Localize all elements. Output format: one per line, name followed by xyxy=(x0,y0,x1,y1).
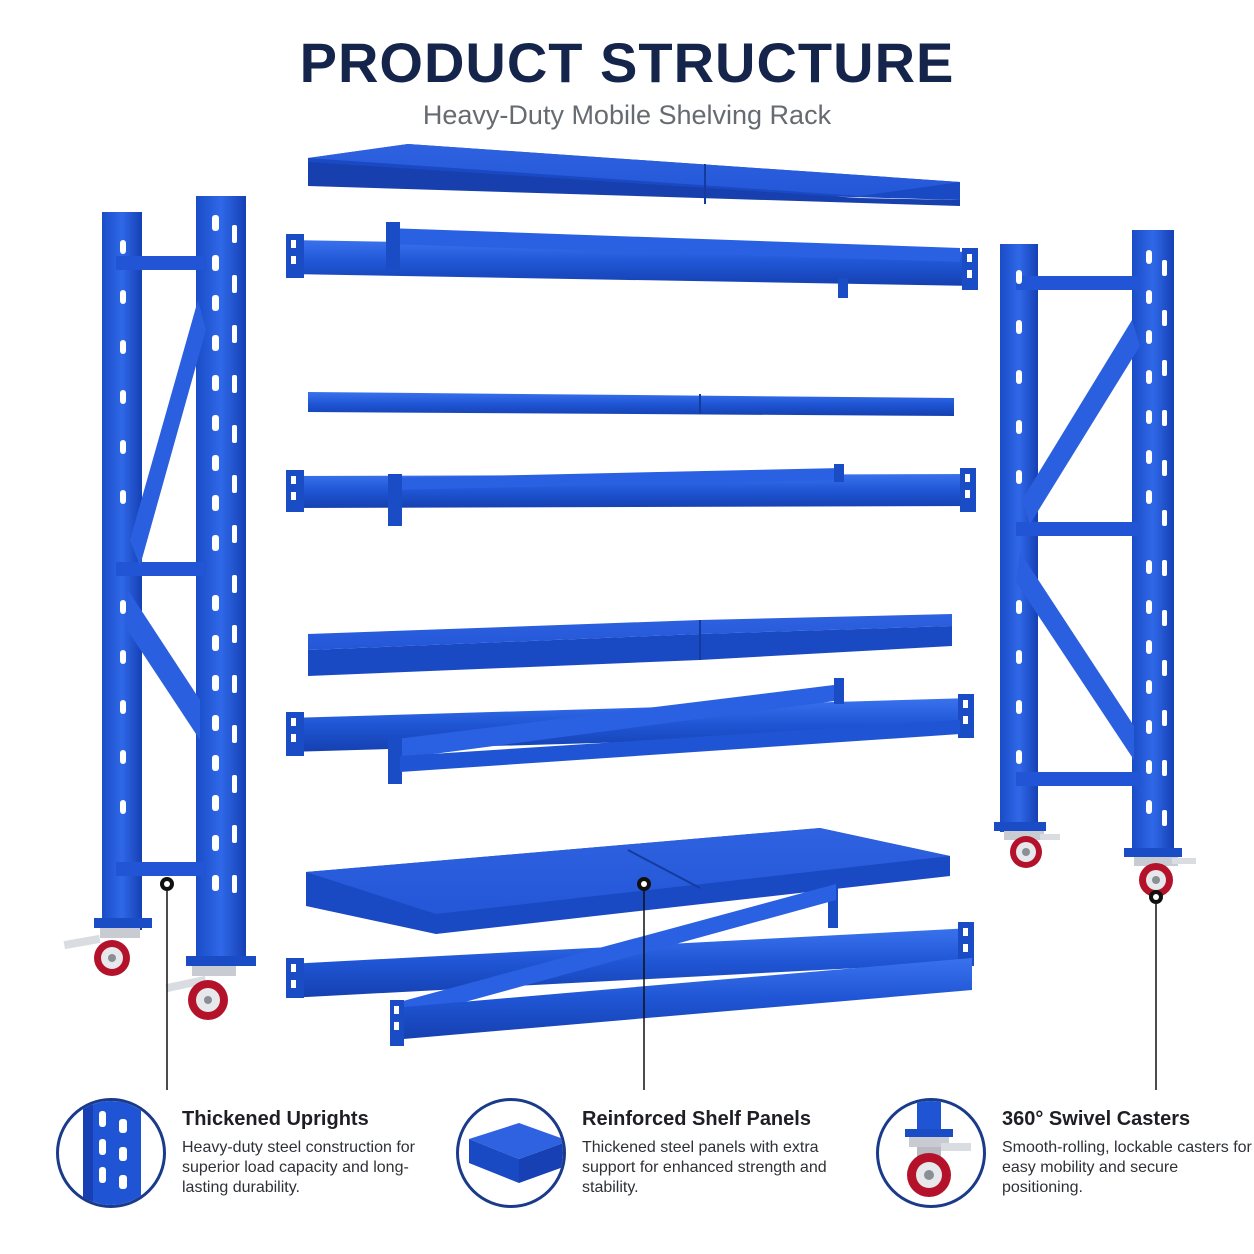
feature-title: Reinforced Shelf Panels xyxy=(582,1108,811,1130)
shelf-panel xyxy=(308,614,952,676)
callout-shelf-panel xyxy=(637,877,651,1090)
right-upright-frame xyxy=(994,230,1196,897)
horizontal-beam xyxy=(390,884,972,1046)
horizontal-beam xyxy=(286,922,974,998)
feature-swivel-casters: 360° Swivel Casters Smooth-rolling, lock… xyxy=(876,1098,1254,1208)
feature-thickened-uprights: Thickened Uprights Heavy-duty steel cons… xyxy=(56,1098,476,1208)
shelf-panel xyxy=(308,144,960,206)
shelf-panel-closeup-icon xyxy=(456,1098,566,1208)
callout-caster xyxy=(1149,890,1163,1090)
page-subtitle: Heavy-Duty Mobile Shelving Rack xyxy=(422,100,832,130)
horizontal-beam xyxy=(286,464,976,526)
feature-reinforced-shelf-panels: Reinforced Shelf Panels Thickened steel … xyxy=(456,1098,876,1208)
horizontal-beam xyxy=(286,222,978,298)
left-front-caster-icon xyxy=(63,928,140,976)
left-back-caster-icon xyxy=(165,966,236,1020)
callout-upright xyxy=(160,877,174,1090)
right-back-caster-icon xyxy=(1134,857,1196,897)
feature-title: Thickened Uprights xyxy=(182,1108,369,1130)
feature-description: Smooth-rolling, lockable casters for eas… xyxy=(1002,1139,1252,1196)
page-title: PRODUCT STRUCTURE xyxy=(299,31,955,94)
swivel-caster-closeup-icon xyxy=(876,1098,986,1208)
feature-description: Heavy-duty steel construction for superi… xyxy=(182,1139,415,1196)
horizontal-beam xyxy=(286,678,974,784)
right-front-caster-icon xyxy=(1004,831,1060,868)
feature-description: Thickened steel panels with extra suppor… xyxy=(582,1139,827,1196)
feature-title: 360° Swivel Casters xyxy=(1002,1108,1191,1130)
left-upright-frame xyxy=(63,196,256,1020)
shelf-panel xyxy=(308,392,954,416)
upright-closeup-icon xyxy=(56,1098,166,1208)
shelf-panel xyxy=(306,828,950,934)
